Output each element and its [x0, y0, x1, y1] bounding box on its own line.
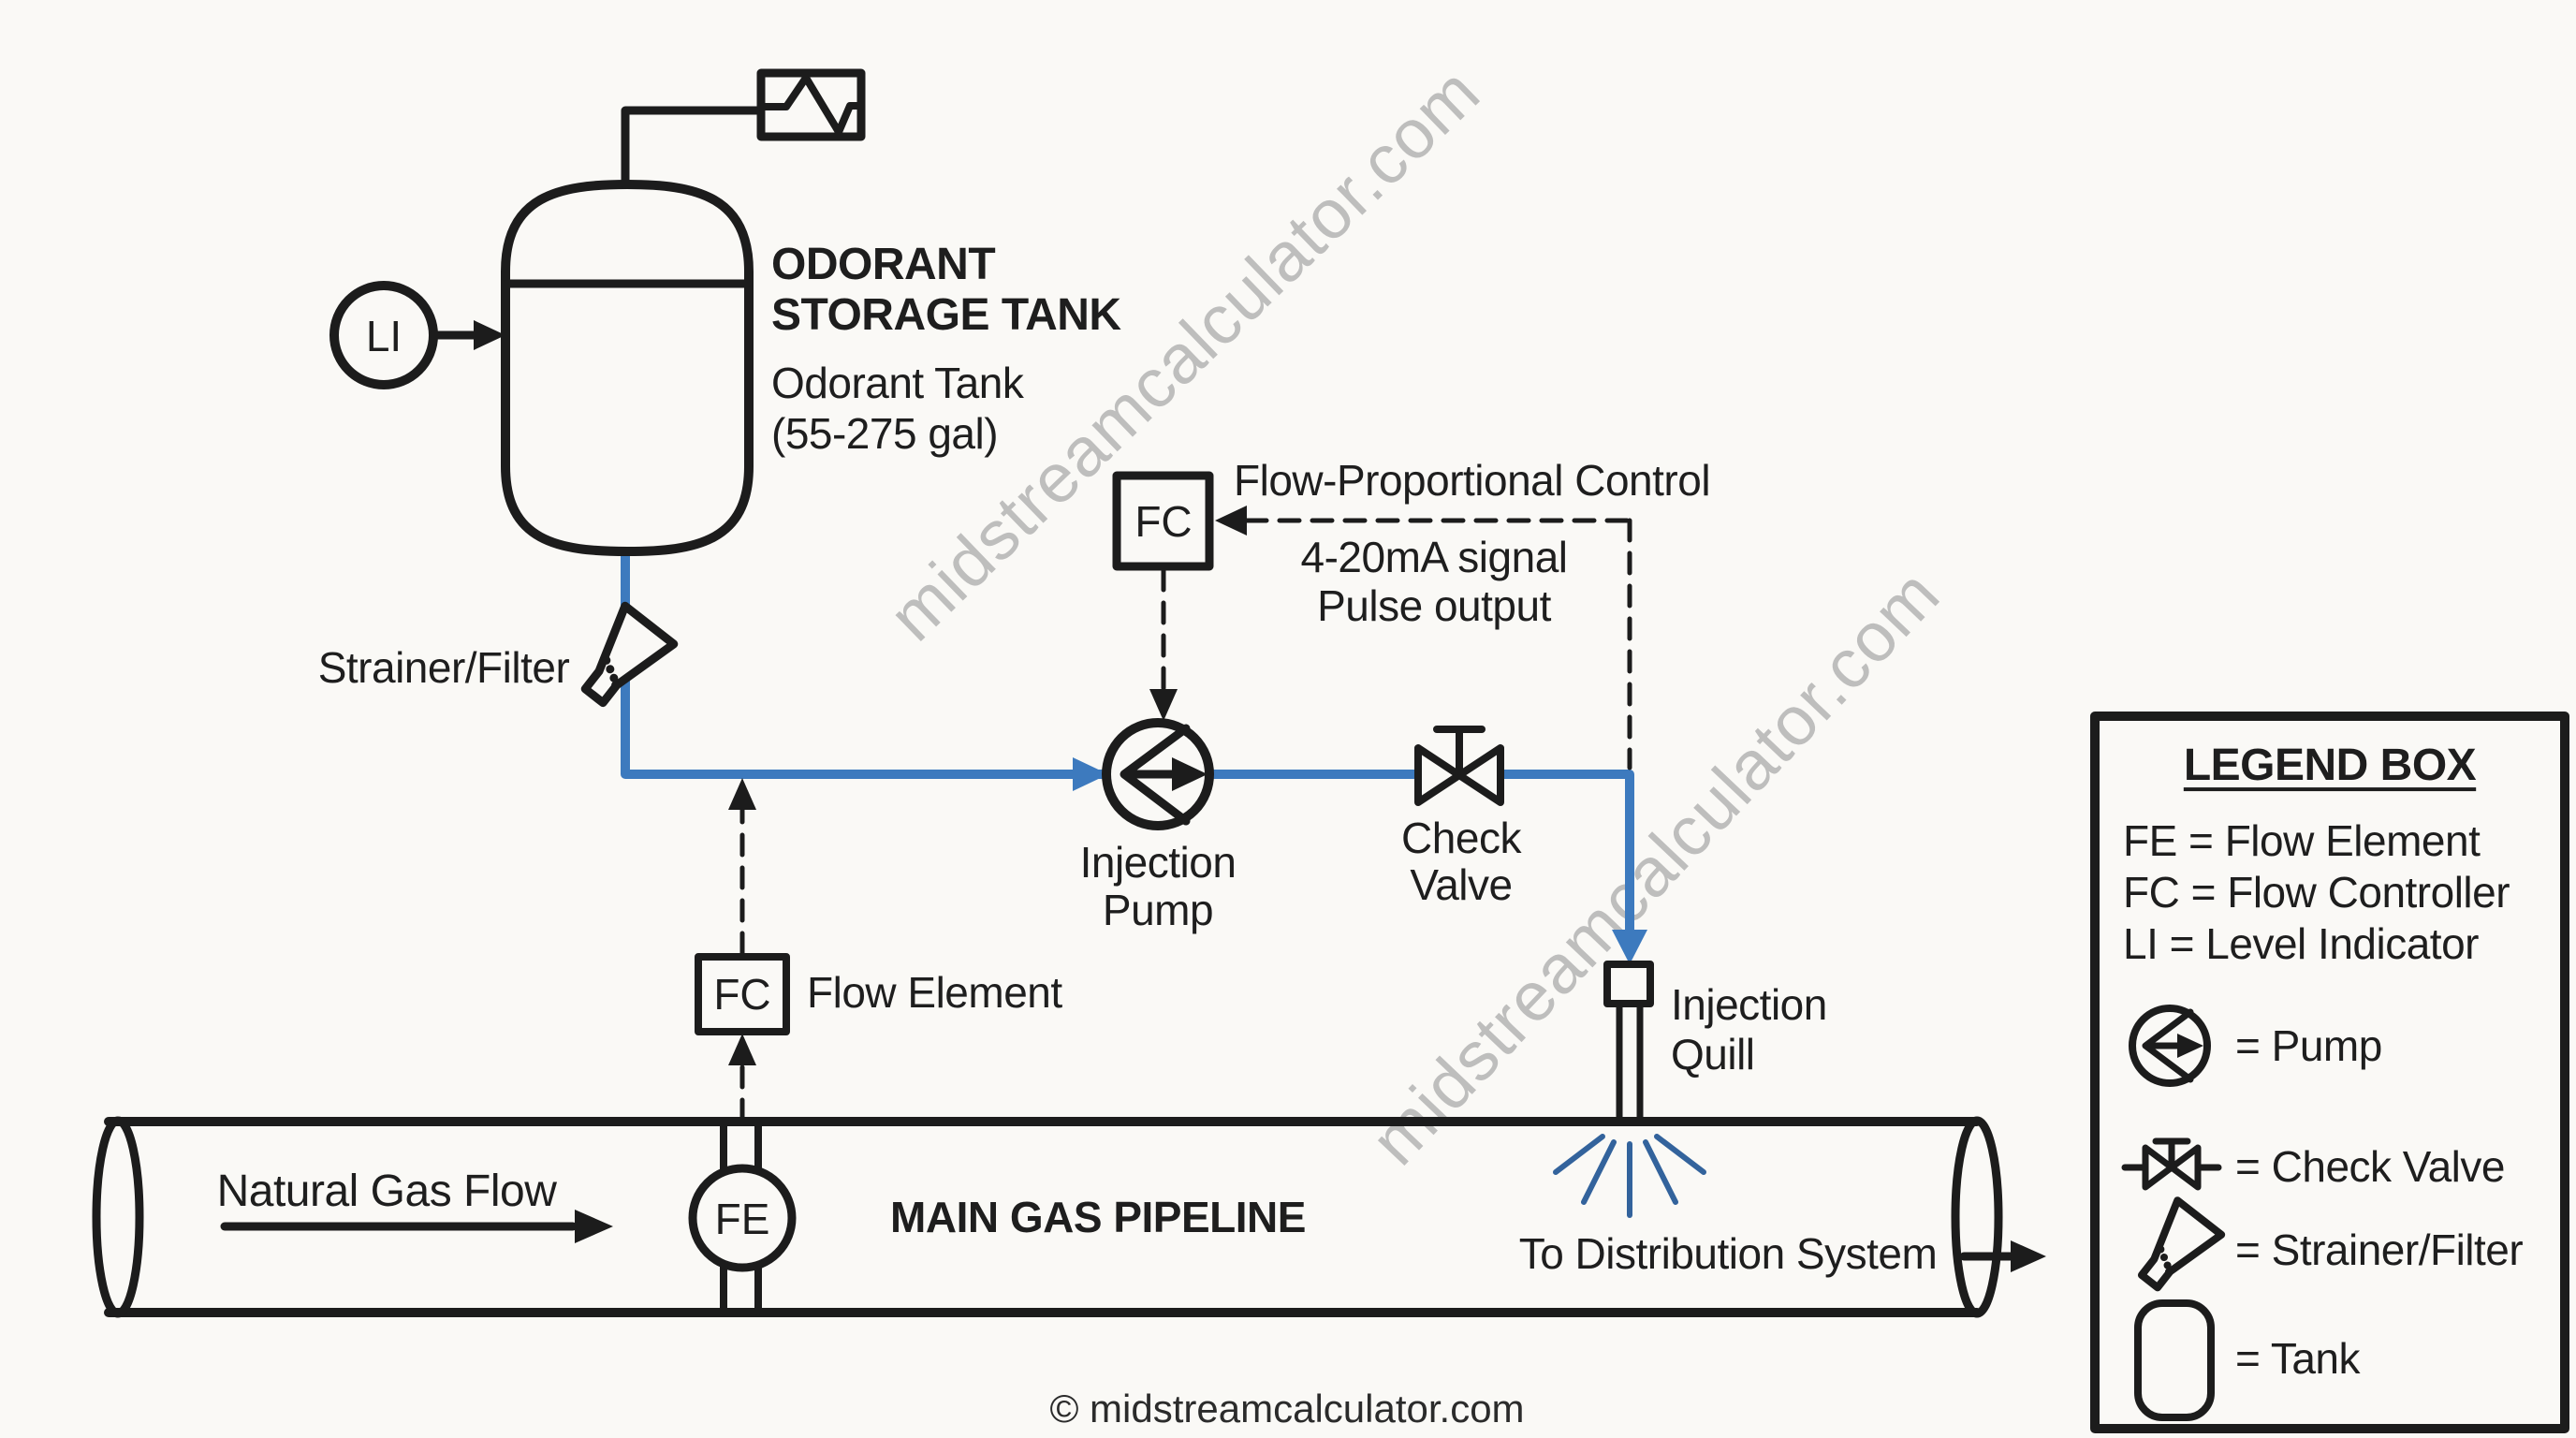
level-indicator-bubble [329, 281, 505, 389]
check-valve-label-line2: Valve [1410, 860, 1513, 910]
strainer-filter-label: Strainer/Filter [317, 643, 570, 693]
relief-vent-icon [756, 68, 866, 141]
flow-proportional-label: Flow-Proportional Control [1234, 456, 1711, 506]
quill-spray-icon [1553, 1134, 1706, 1218]
signal-label-line1: 4-20mA signal [1300, 533, 1569, 582]
li-arrow-icon [474, 320, 505, 350]
flow-controller-box [1112, 471, 1214, 571]
signal-arrowheads [728, 506, 1247, 1065]
fe-label: FE [714, 1195, 770, 1244]
injection-pump-icon [1102, 718, 1214, 830]
gas-flow-arrow-icon [220, 1210, 613, 1243]
check-valve-icon [1414, 726, 1504, 806]
legend-check-valve-icon [2121, 1137, 2222, 1191]
legend-abbr-fc: FC = Flow Controller [2123, 868, 2510, 917]
legend-title: LEGEND BOX [2183, 741, 2477, 791]
legend-label-check-valve: = Check Valve [2235, 1142, 2505, 1192]
distribution-arrow-icon [1959, 1240, 2046, 1272]
natural-gas-flow-label: Natural Gas Flow [216, 1167, 557, 1217]
fc-left-label: FC [713, 970, 771, 1020]
tank-title-line1: ODORANT [771, 240, 996, 290]
injection-pump-label-line1: Injection [1079, 838, 1237, 888]
legend-label-pump: = Pump [2235, 1021, 2382, 1071]
signal-label-line2: Pulse output [1317, 581, 1551, 631]
to-distribution-label: To Distribution System [1518, 1229, 1938, 1279]
tank-title-line2: STORAGE TANK [771, 290, 1121, 341]
injection-quill-icon [1603, 961, 1654, 1125]
legend-tank-icon [2134, 1299, 2215, 1421]
pipe-end-left-icon [92, 1116, 144, 1318]
flow-arrow-right-icon [1073, 757, 1108, 791]
copyright-text: © midstreamcalculator.com [1049, 1387, 1525, 1431]
injection-quill-label-line1: Injection [1671, 980, 1827, 1030]
fc-top-label: FC [1134, 497, 1193, 547]
li-label: LI [365, 312, 402, 361]
tank-vent-line [621, 106, 766, 189]
legend-label-strainer: = Strainer/Filter [2235, 1225, 2524, 1275]
pipe-end-right-icon [1951, 1116, 2003, 1318]
legend-pump-icon [2129, 1005, 2211, 1087]
main-pipeline-label: MAIN GAS PIPELINE [890, 1193, 1306, 1242]
injection-pump-label-line2: Pump [1102, 886, 1214, 935]
main-pipeline [92, 1116, 2003, 1318]
odorant-tank-symbol [501, 180, 754, 556]
legend-box [2090, 712, 2569, 1433]
legend-abbr-fe: FE = Flow Element [2123, 816, 2481, 866]
injection-quill-label-line2: Quill [1671, 1030, 1755, 1079]
legend-label-tank: = Tank [2235, 1334, 2360, 1384]
legend-abbr-li: LI = Level Indicator [2123, 919, 2479, 969]
flow-element-controller-box [695, 953, 790, 1035]
flow-element-label: Flow Element [807, 968, 1062, 1018]
tank-subtitle-line2: (55-275 gal) [771, 409, 999, 459]
tank-subtitle-line1: Odorant Tank [771, 359, 1024, 408]
flow-arrow-down-icon [1612, 930, 1647, 964]
flow-element-icon [688, 1119, 797, 1315]
check-valve-label-line1: Check [1401, 814, 1521, 863]
